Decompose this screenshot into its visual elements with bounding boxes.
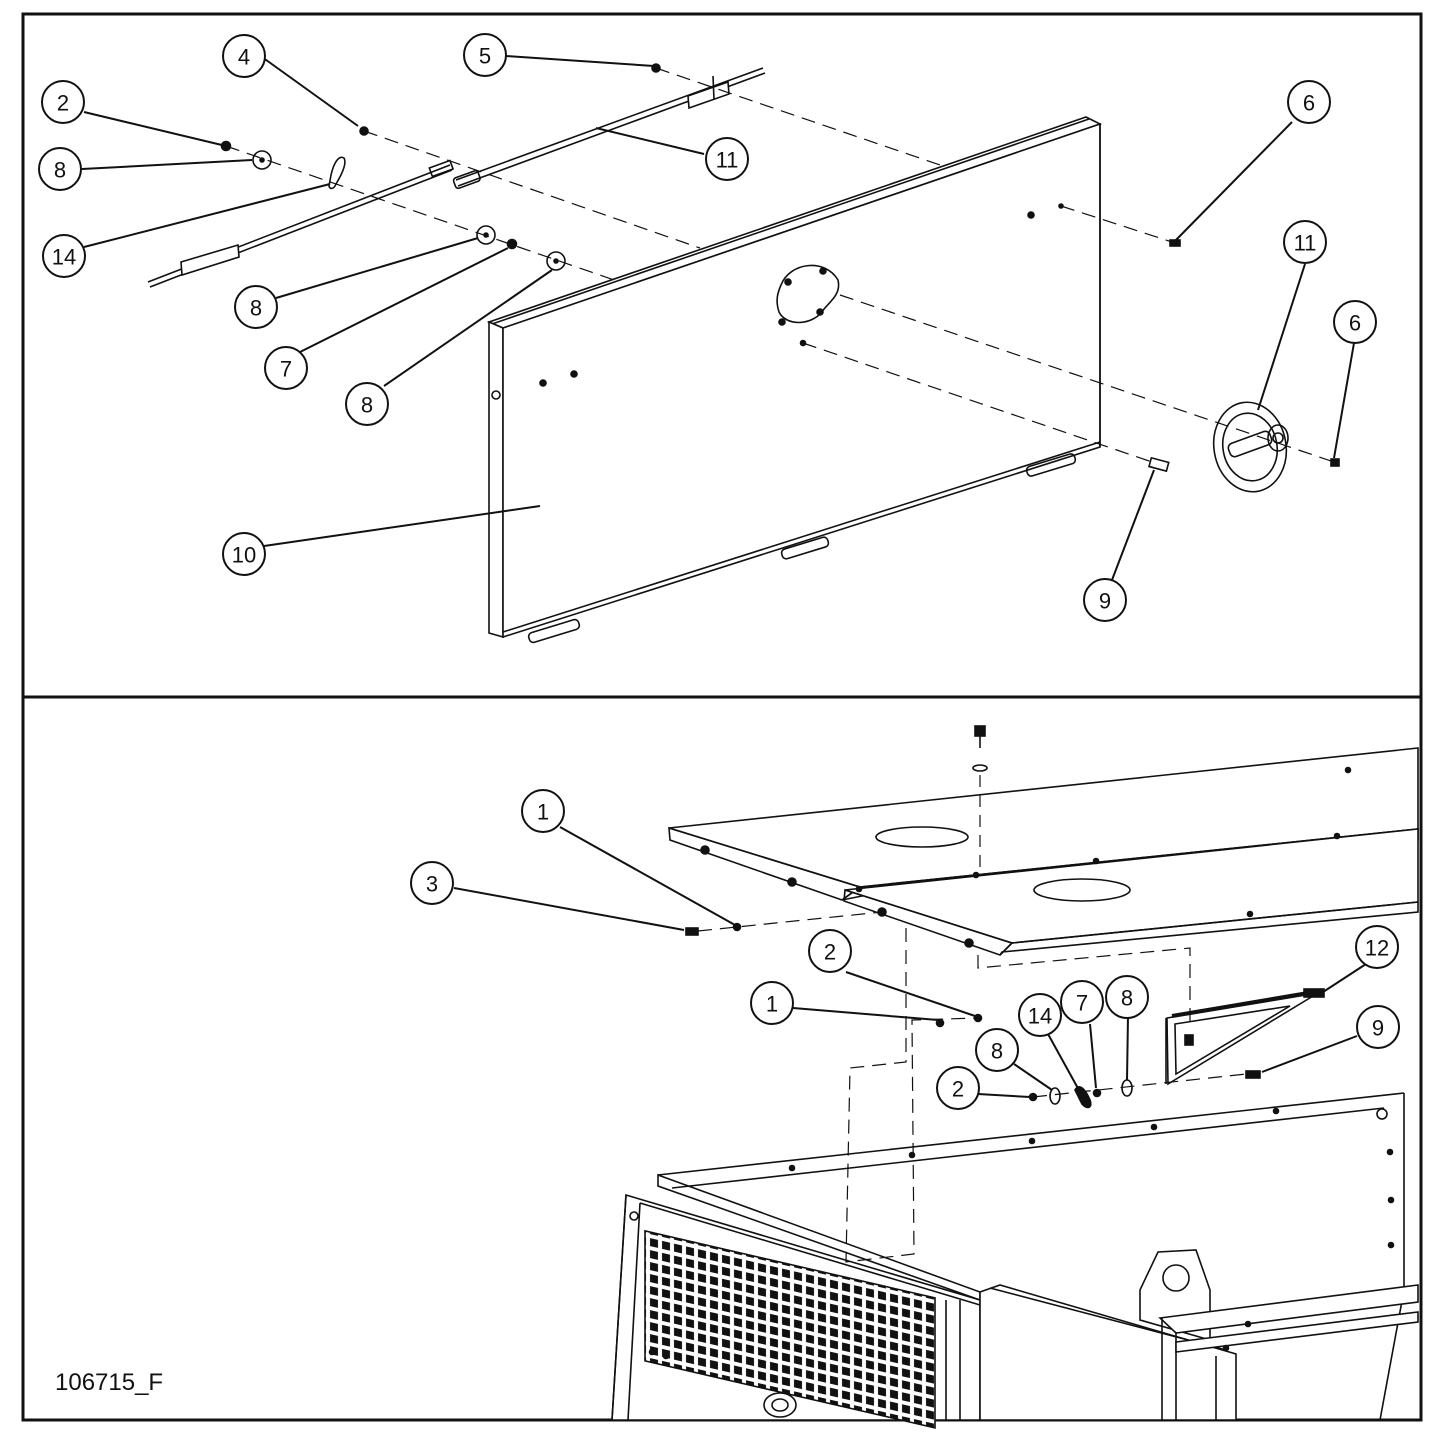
callout-number: 8 xyxy=(361,393,373,418)
callout-number: 2 xyxy=(952,1077,964,1102)
callout-circle xyxy=(1333,300,1377,344)
callout-circle xyxy=(808,929,852,973)
callout-number: 11 xyxy=(716,148,739,173)
assembly-lines-bottom xyxy=(697,911,1247,1263)
callout-number: 6 xyxy=(1303,91,1315,116)
callout-balloon: 11 xyxy=(1283,220,1327,264)
callout-balloon: 14 xyxy=(1018,993,1062,1037)
callout-balloon: 3 xyxy=(410,861,454,905)
callout-balloon: 12 xyxy=(1355,925,1399,969)
callout-circle xyxy=(936,1066,980,1110)
callout-number: 1 xyxy=(537,800,549,825)
callout-balloon: 6 xyxy=(1333,300,1377,344)
callout-circle xyxy=(222,34,266,78)
callout-number: 8 xyxy=(250,296,262,321)
callout-number: 8 xyxy=(54,158,66,183)
latch-rod-lower xyxy=(147,159,455,288)
top-callouts: 2 4 5 8 14 11 6 8 7 8 11 6 10 9 xyxy=(38,33,1377,622)
callout-circle xyxy=(1083,578,1127,622)
leader-lines-bottom xyxy=(453,826,1367,1098)
callout-balloon: 14 xyxy=(42,234,86,278)
callout-circle xyxy=(521,789,565,833)
callout-number: 3 xyxy=(426,872,438,897)
callout-number: 8 xyxy=(991,1039,1003,1064)
callout-number: 5 xyxy=(479,44,491,69)
callout-circle xyxy=(41,80,85,124)
callout-number: 2 xyxy=(57,91,69,116)
callout-number: 7 xyxy=(1076,991,1088,1016)
callout-circle xyxy=(750,981,794,1025)
callout-balloon: 4 xyxy=(222,34,266,78)
callout-balloon: 1 xyxy=(521,789,565,833)
callout-circle xyxy=(1287,80,1331,124)
callout-circle xyxy=(264,346,308,390)
callout-circle xyxy=(234,285,278,329)
door-panel xyxy=(486,116,1103,644)
callout-circle xyxy=(705,137,749,181)
drawing-number: 106715_F xyxy=(55,1369,163,1396)
callout-balloon: 7 xyxy=(1060,980,1104,1024)
callout-number: 10 xyxy=(232,543,256,568)
callout-circle xyxy=(222,532,266,576)
callout-number: 8 xyxy=(1121,986,1133,1011)
callout-balloon: 8 xyxy=(345,382,389,426)
bottom-view xyxy=(453,725,1419,1429)
lift-bracket xyxy=(1165,988,1325,1086)
callout-number: 12 xyxy=(1365,936,1389,961)
callout-circle xyxy=(42,234,86,278)
callout-balloon: 8 xyxy=(1105,975,1149,1019)
callout-circle xyxy=(1283,220,1327,264)
top-view xyxy=(81,55,1355,644)
callout-number: 7 xyxy=(280,357,292,382)
callout-balloon: 5 xyxy=(463,33,507,77)
callout-balloon: 11 xyxy=(705,137,749,181)
callout-circle xyxy=(345,382,389,426)
callout-circle xyxy=(975,1028,1019,1072)
callout-balloon: 10 xyxy=(222,532,266,576)
callout-number: 6 xyxy=(1349,311,1361,336)
callout-balloon: 6 xyxy=(1287,80,1331,124)
callout-circle xyxy=(1105,975,1149,1019)
assembly-lines-top xyxy=(225,67,1335,463)
callout-balloon: 8 xyxy=(38,147,82,191)
callout-number: 9 xyxy=(1099,589,1111,614)
callout-balloon: 2 xyxy=(936,1066,980,1110)
callout-balloon: 9 xyxy=(1356,1005,1400,1049)
callout-balloon: 9 xyxy=(1083,578,1127,622)
callout-circle xyxy=(1018,993,1062,1037)
callout-balloon: 2 xyxy=(808,929,852,973)
callout-balloon: 2 xyxy=(41,80,85,124)
t-handle-lock xyxy=(1212,401,1289,493)
callout-balloon: 8 xyxy=(975,1028,1019,1072)
callout-circle xyxy=(1356,1005,1400,1049)
callout-number: 2 xyxy=(824,940,836,965)
callout-balloon: 1 xyxy=(750,981,794,1025)
callout-number: 14 xyxy=(52,245,76,270)
callout-number: 9 xyxy=(1372,1016,1384,1041)
enclosure-body xyxy=(611,1092,1419,1429)
leader-lines-top xyxy=(81,55,1355,581)
callout-balloon: 8 xyxy=(234,285,278,329)
callout-circle xyxy=(410,861,454,905)
callout-circle xyxy=(463,33,507,77)
callout-circle xyxy=(1060,980,1104,1024)
callout-balloon: 7 xyxy=(264,346,308,390)
callout-number: 11 xyxy=(1294,231,1317,256)
latch-rod-upper xyxy=(452,67,766,190)
callout-circle xyxy=(1355,925,1399,969)
callout-number: 14 xyxy=(1028,1004,1052,1029)
roof-bolt-stack xyxy=(972,725,988,870)
roof-panels xyxy=(668,747,1419,956)
callout-number: 4 xyxy=(238,45,250,70)
callout-circle xyxy=(38,147,82,191)
callout-number: 1 xyxy=(766,992,778,1017)
